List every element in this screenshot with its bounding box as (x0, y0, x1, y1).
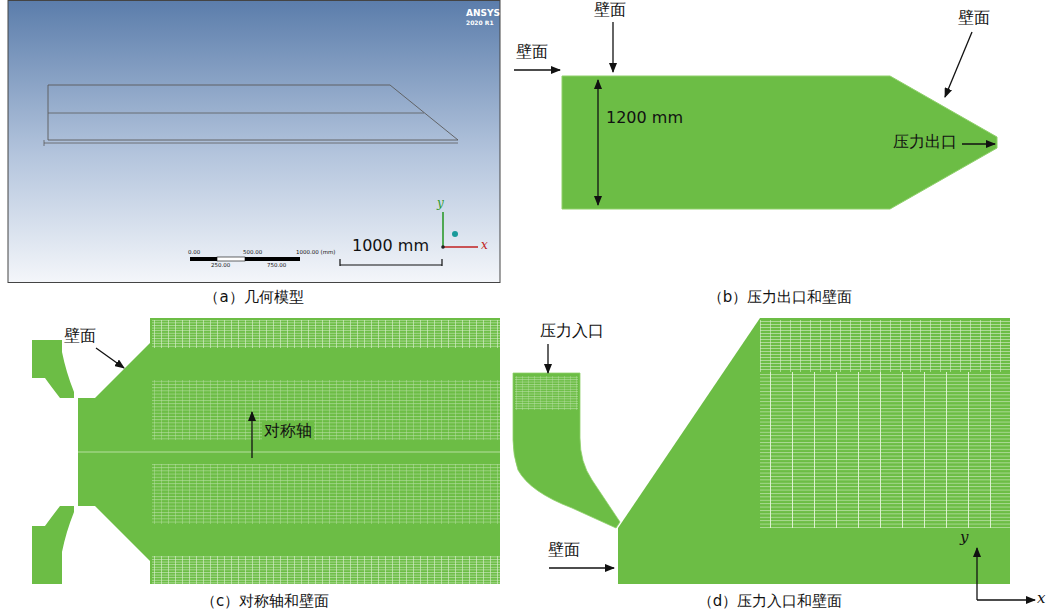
boundary-label: 压力入口 (540, 321, 604, 340)
scale-tick: 1000.00 (mm) (296, 249, 336, 256)
subfigure-caption: （b）压力出口和壁面 (708, 288, 853, 306)
mesh-view-c (32, 318, 500, 584)
axis-label: y (437, 196, 444, 210)
boundary-label: 壁面 (548, 540, 580, 559)
software-logo: ANSYS (466, 8, 500, 19)
boundary-label: 壁面 (516, 42, 548, 61)
axis-label: y (960, 528, 968, 546)
ansys-screenshot (8, 1, 500, 283)
scale-tick: 250.00 (211, 262, 230, 269)
scale-tick: 0.00 (188, 249, 200, 256)
scale-tick: 500.00 (243, 249, 262, 256)
arrows-d (548, 344, 1035, 600)
boundary-label: 壁面 (958, 8, 990, 27)
boundary-label: 压力出口 (893, 132, 957, 151)
axis-label: x (1037, 589, 1045, 607)
scale-tick: 750.00 (267, 262, 286, 269)
boundary-label: 壁面 (64, 326, 96, 345)
boundary-label: 对称轴 (262, 421, 314, 440)
dimension: 1200 mm (606, 108, 683, 127)
mesh-view-d (513, 318, 1010, 584)
subfigure-caption: （d）压力入口和壁面 (698, 592, 843, 610)
domain-shape (562, 76, 997, 209)
arrows-c (96, 348, 252, 458)
subfigure-caption: （a）几何模型 (204, 288, 303, 306)
dimension: 1000 mm (352, 236, 429, 255)
axis-label: x (481, 238, 488, 252)
software-version: 2020 R1 (466, 19, 494, 26)
boundary-label: 壁面 (594, 0, 626, 19)
subfigure-caption: （c）对称轴和壁面 (201, 592, 329, 610)
arrows-b (514, 22, 995, 205)
scale-bar (340, 259, 442, 266)
